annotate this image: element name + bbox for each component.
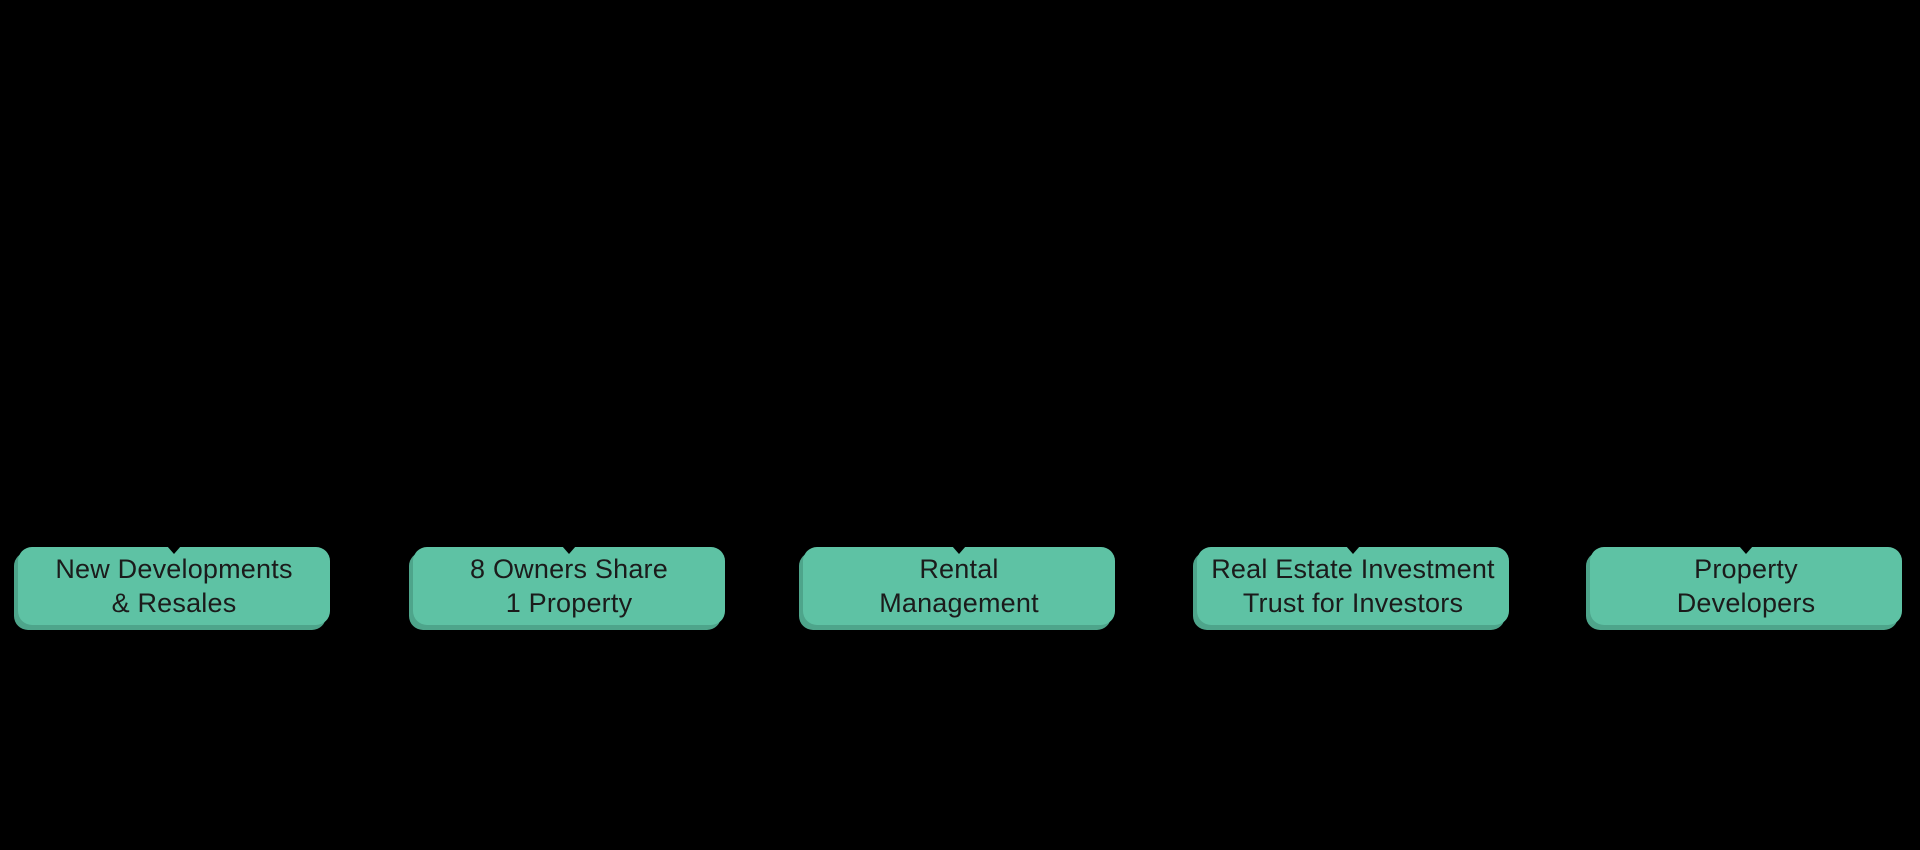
connector-arrow-tip-icon [562, 546, 576, 554]
connector-arrow-tip-icon [167, 546, 181, 554]
card-label-line2: 1 Property [505, 588, 633, 618]
card-label-line1: New Developments [55, 554, 293, 584]
card-label: 8 Owners Share 1 Property [470, 552, 668, 620]
card-reit-for-investors: Real Estate Investment Trust for Investo… [1197, 546, 1509, 625]
card-new-developments-resales: New Developments & Resales [18, 546, 330, 625]
card-label-line2: Developers [1676, 588, 1816, 618]
card-label-line2: Trust for Investors [1242, 588, 1464, 618]
card-label-line1: Rental [919, 554, 999, 584]
card-owners-share-property: 8 Owners Share 1 Property [413, 546, 725, 625]
card-label: Real Estate Investment Trust for Investo… [1211, 552, 1495, 620]
connector-arrow-tip-icon [952, 546, 966, 554]
card-label-line2: & Resales [111, 588, 237, 618]
card-label: Property Developers [1677, 552, 1816, 620]
card-label: Rental Management [879, 552, 1039, 620]
connector-arrow-tip-icon [1346, 546, 1360, 554]
card-label: New Developments & Resales [55, 552, 292, 620]
card-label-line2: Management [879, 588, 1039, 618]
card-label-line1: Real Estate Investment [1211, 554, 1495, 584]
card-label-line1: Property [1694, 554, 1798, 584]
connector-arrow-tip-icon [1739, 546, 1753, 554]
card-rental-management: Rental Management [803, 546, 1115, 625]
card-label-line1: 8 Owners Share [470, 554, 668, 584]
card-property-developers: Property Developers [1590, 546, 1902, 625]
